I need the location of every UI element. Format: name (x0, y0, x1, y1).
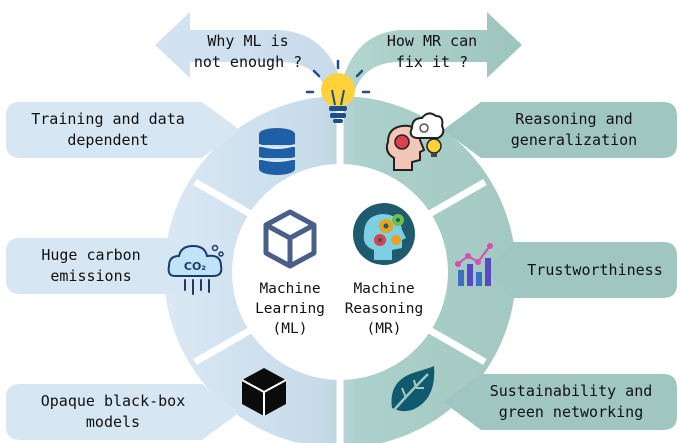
left-pill-1 (6, 102, 240, 158)
how-mr-label: How MR can fix it ? (352, 30, 512, 74)
why-ml-label: Why ML is not enough ? (168, 30, 328, 74)
svg-text:CO₂: CO₂ (184, 260, 206, 273)
right-pill-1 (443, 102, 677, 158)
black-box-label: Opaque black-box models (8, 386, 218, 438)
black-box-icon (241, 368, 287, 416)
training-line-1: Training and data (31, 110, 185, 128)
mr-center-label: Machine Reasoning (MR) (336, 278, 432, 340)
ml-line-1: Machine (259, 281, 321, 297)
ml-line-3: (ML) (272, 321, 308, 337)
rising-chart-icon (455, 243, 493, 286)
leaf-icon (391, 366, 435, 412)
carbon-line-2: emissions (50, 267, 132, 285)
left-pill-2 (6, 238, 198, 294)
trustworthiness-label: Trustworthiness (512, 244, 678, 296)
training-data-label: Training and data dependent (8, 104, 208, 156)
right-top-arrow (338, 12, 522, 130)
co2-cloud-icon: CO₂ (167, 244, 224, 295)
left-top-arrow (155, 12, 345, 130)
ml-center-label: Machine Learning (ML) (246, 278, 334, 340)
mr-line-1: Machine (353, 281, 415, 297)
how-mr-line-1: How MR can (386, 32, 478, 50)
ml-line-2: Learning (255, 301, 325, 317)
why-ml-line-2: not enough ? (193, 53, 303, 71)
carbon-emissions-label: Huge carbon emissions (8, 240, 174, 292)
why-ml-line-1: Why ML is (207, 32, 289, 50)
blackbox-line-2: models (85, 413, 141, 431)
mr-line-2: Reasoning (344, 301, 424, 317)
reasoning-label: Reasoning and generalization (474, 104, 674, 156)
carbon-line-1: Huge carbon (41, 246, 141, 264)
head-ideas-icon (385, 112, 445, 171)
trust-line-1: Trustworthiness (527, 260, 663, 279)
how-mr-line-2: fix it ? (395, 53, 469, 71)
right-pill-3 (443, 374, 677, 430)
right-pill-2 (485, 242, 677, 298)
left-pill-3 (6, 384, 240, 440)
sustainability-label: Sustainability and green networking (466, 376, 676, 428)
mr-head-gears-icon (353, 203, 415, 265)
ml-cube-icon (263, 209, 317, 269)
mr-line-3: (MR) (366, 321, 402, 337)
lightbulb-icon (305, 59, 371, 123)
sustain-line-1: Sustainability and (489, 382, 653, 400)
reasoning-line-1: Reasoning and (515, 110, 633, 128)
training-line-2: dependent (67, 131, 149, 149)
sustain-line-2: green networking (498, 403, 644, 421)
database-icon (258, 128, 296, 175)
blackbox-line-1: Opaque black-box (40, 392, 186, 410)
reasoning-line-2: generalization (510, 131, 638, 149)
